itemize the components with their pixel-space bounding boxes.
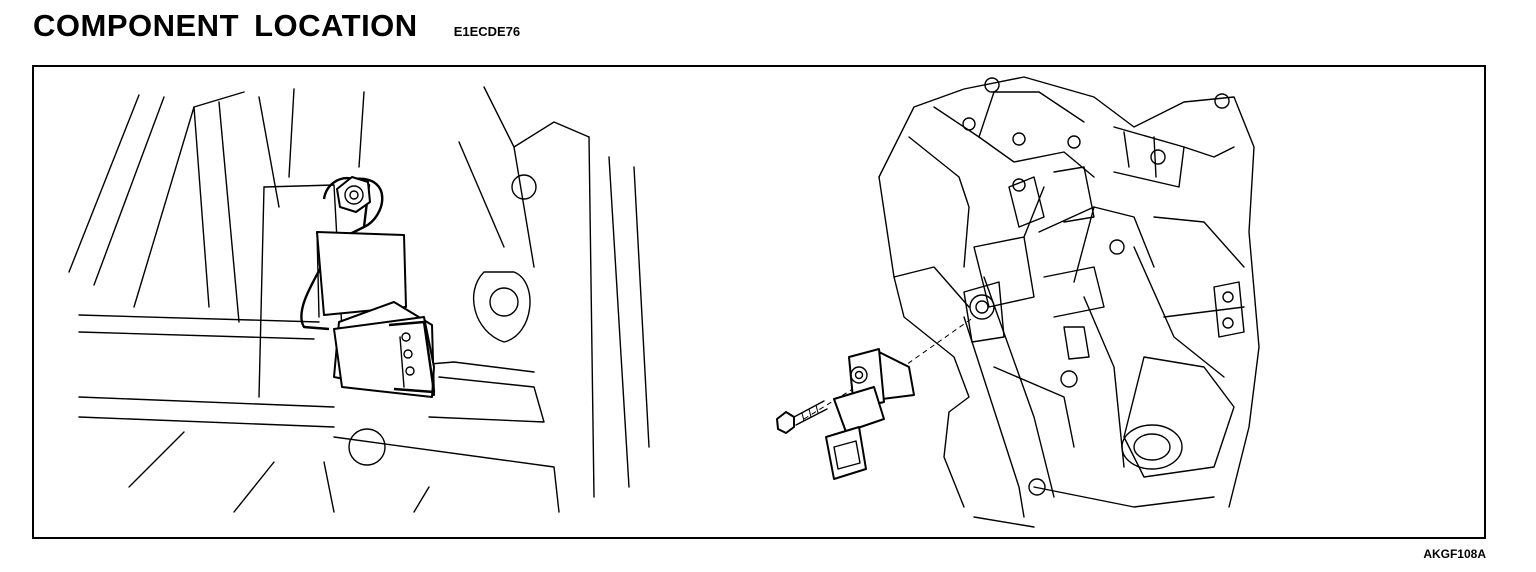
closeup-view (68, 86, 650, 513)
housing-outline-left (68, 86, 650, 513)
exploded-view (776, 76, 1260, 528)
transaxle-housing (878, 76, 1260, 528)
sensor-connector (333, 316, 436, 398)
page-title: COMPONENT LOCATION (33, 8, 418, 43)
component-illustration (68, 76, 1260, 528)
page-heading: COMPONENT LOCATION E1ECDE76 (33, 8, 520, 44)
figure-code: AKGF108A (1423, 547, 1486, 561)
sensor-bolt (776, 400, 828, 434)
bolt-guide-line (803, 386, 857, 420)
housing-bolts (962, 77, 1230, 496)
document-code: E1ECDE76 (453, 24, 521, 39)
exploded-sensor (825, 348, 915, 480)
mounting-bolt (336, 176, 371, 213)
illustration-frame (32, 65, 1486, 539)
